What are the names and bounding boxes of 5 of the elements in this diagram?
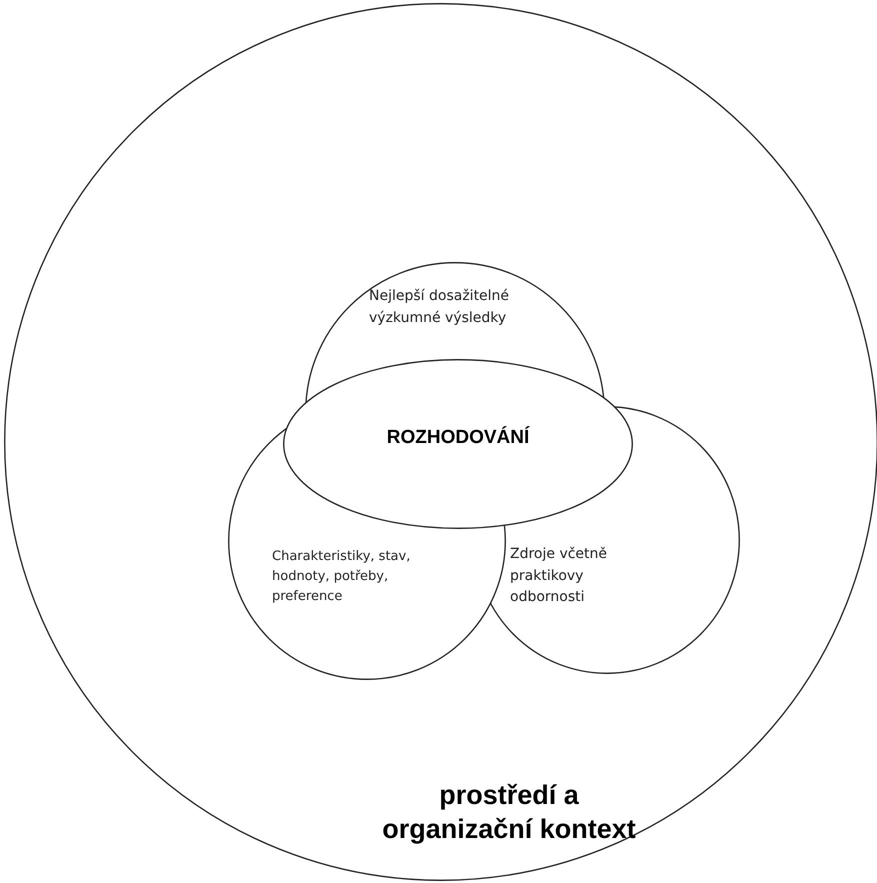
heading-label: ROZHODOVÁNÍ [386, 426, 531, 450]
heading-label: prostředí a organizační kontext [381, 779, 637, 846]
circle-label: Charakteristiky, stav, hodnoty, potřeby, preference [272, 548, 412, 606]
circle-label: Nejlepší dosažitelné výzkumné výsledky [369, 287, 510, 328]
circle-label: Zdroje včetně praktikovy odbornosti [510, 545, 608, 608]
